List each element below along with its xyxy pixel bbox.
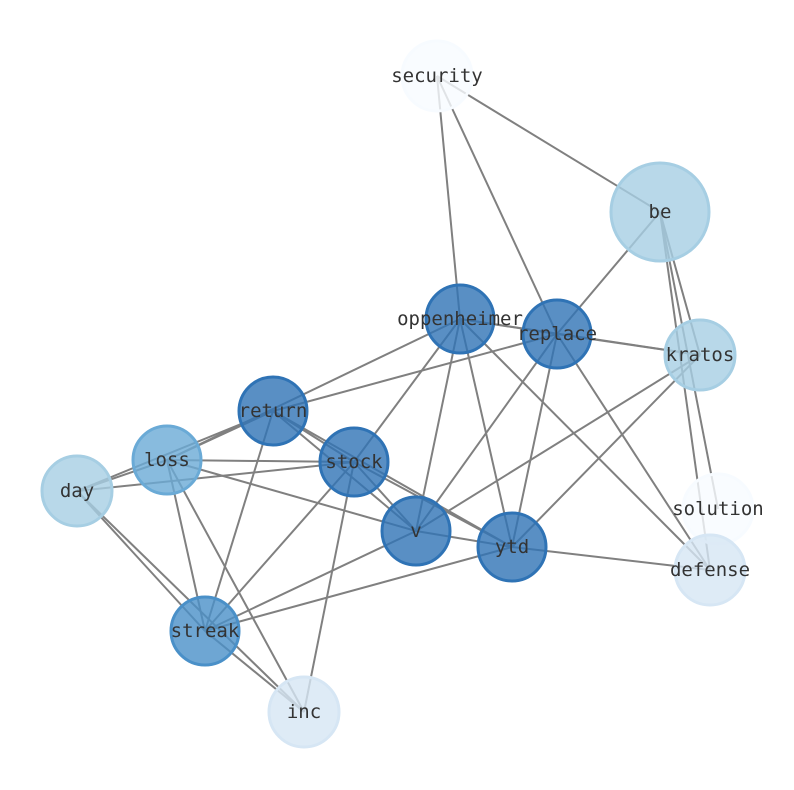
- node-loss: [131, 424, 203, 496]
- edge-return-streak: [204, 410, 274, 632]
- node-security: [400, 39, 474, 113]
- edge-replace-return: [272, 333, 558, 412]
- node-label-be: be: [649, 201, 672, 223]
- node-ytd: [476, 511, 548, 583]
- node-be: [609, 161, 711, 263]
- edge-return-ytd: [272, 410, 513, 548]
- node-label-v: v: [410, 520, 421, 542]
- node-stock: [318, 426, 390, 498]
- edge-kratos-v: [415, 354, 701, 532]
- node-defense: [673, 533, 747, 607]
- node-label-ytd: ytd: [495, 536, 529, 558]
- edge-security-replace: [436, 75, 558, 335]
- edge-v-streak: [204, 530, 417, 632]
- node-label-stock: stock: [325, 451, 383, 473]
- edge-loss-inc: [166, 459, 305, 713]
- node-label-kratos: kratos: [666, 344, 735, 366]
- edge-loss-v: [166, 459, 417, 532]
- node-label-day: day: [60, 480, 94, 502]
- edge-stock-inc: [303, 461, 355, 713]
- edge-oppenheimer-defense: [459, 318, 711, 571]
- node-inc: [267, 675, 341, 749]
- node-replace: [521, 298, 593, 370]
- edge-replace-v: [415, 333, 558, 532]
- node-label-replace: replace: [517, 323, 597, 345]
- edge-replace-defense: [556, 333, 711, 571]
- edge-replace-ytd: [511, 333, 558, 548]
- node-label-inc: inc: [287, 701, 321, 723]
- edge-stock-streak: [204, 461, 355, 632]
- node-label-solution: solution: [672, 498, 764, 520]
- edge-kratos-ytd: [511, 354, 701, 548]
- edge-day-stock: [76, 461, 355, 492]
- node-oppenheimer: [424, 283, 496, 355]
- node-streak: [169, 595, 241, 667]
- node-label-streak: streak: [171, 620, 240, 642]
- node-return: [237, 375, 309, 447]
- node-day: [40, 454, 114, 528]
- node-label-security: security: [391, 65, 483, 87]
- node-v: [380, 495, 452, 567]
- node-label-loss: loss: [144, 449, 190, 471]
- nodes-layer: [40, 39, 755, 749]
- node-label-return: return: [239, 400, 308, 422]
- node-label-defense: defense: [670, 559, 750, 581]
- node-label-oppenheimer: oppenheimer: [397, 308, 523, 330]
- node-kratos: [663, 318, 737, 392]
- edge-ytd-streak: [204, 546, 513, 632]
- edge-security-oppenheimer: [436, 75, 461, 320]
